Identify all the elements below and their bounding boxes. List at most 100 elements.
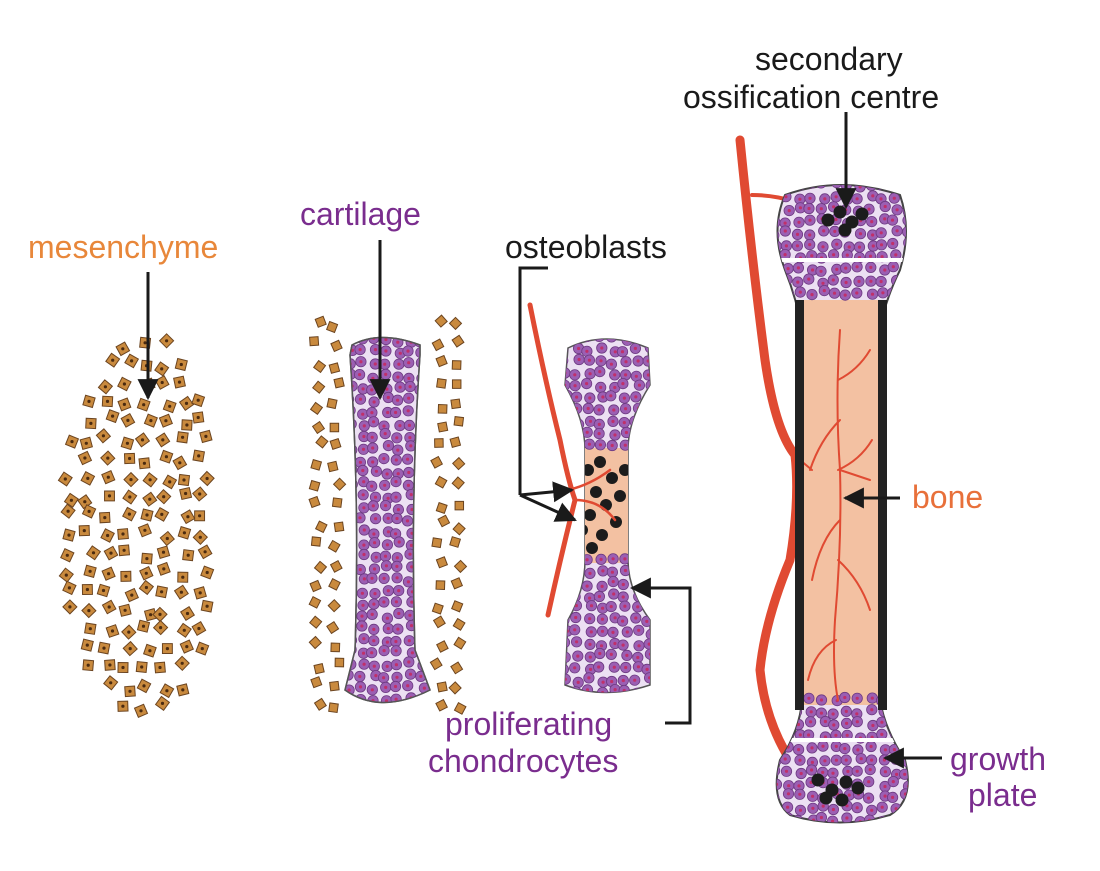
mesenchyme-nucleus [103, 516, 107, 520]
perichondrium-cell [312, 380, 326, 394]
perichondrium-cell [329, 438, 342, 450]
mesenchyme-nucleus [184, 491, 188, 496]
chondrocyte-nucleus [855, 291, 859, 295]
chondrocyte-cell [416, 432, 428, 444]
chondrocyte-nucleus [358, 373, 362, 377]
chondrocyte-nucleus [348, 563, 352, 568]
chondrocyte-nucleus [577, 357, 581, 362]
chondrocyte-nucleus [855, 806, 859, 810]
mesenchyme-nucleus [182, 628, 186, 632]
mesenchyme-nucleus [121, 704, 125, 708]
chondrocyte-nucleus [358, 568, 362, 572]
chondrocyte-cell [782, 185, 795, 191]
chondrocyte-cell [414, 384, 426, 396]
mesenchyme-nucleus [121, 665, 125, 670]
mesenchyme-nucleus [177, 380, 182, 384]
chondrocyte-cell [899, 731, 908, 744]
chondrocyte-nucleus [601, 680, 605, 684]
perichondrium-cell [435, 501, 448, 515]
chondrocyte-nucleus [349, 459, 353, 463]
chondrocyte-nucleus [418, 541, 422, 546]
chondrocyte-nucleus [418, 494, 422, 498]
mesenchyme-nucleus [64, 573, 68, 577]
chondrocyte-nucleus [362, 528, 366, 532]
chondrocyte-nucleus [565, 393, 569, 398]
chondrocyte-nucleus [798, 206, 803, 210]
perichondrium-cell [451, 334, 465, 348]
chondrocyte-nucleus [420, 421, 424, 425]
chondrocyte-nucleus [636, 665, 641, 669]
chondrocyte-nucleus [362, 480, 366, 484]
chondrocyte-nucleus [772, 806, 775, 809]
chondrocyte-cell [644, 342, 650, 354]
chondrocyte-nucleus [358, 674, 362, 679]
perichondrium-cell [432, 615, 446, 629]
chondrocyte-nucleus [575, 433, 579, 438]
chondrocyte-nucleus [585, 584, 589, 588]
chondrocyte-nucleus [384, 337, 388, 342]
chondrocyte-nucleus [907, 708, 908, 712]
chondrocyte-nucleus [906, 257, 908, 261]
chondrocyte-nucleus [406, 580, 410, 584]
chondrocyte-nucleus [844, 280, 848, 285]
chondrocyte-nucleus [348, 408, 352, 412]
chondrocyte-nucleus [808, 218, 812, 222]
chondrocyte-nucleus [857, 245, 862, 249]
chondrocyte-cell [779, 716, 791, 729]
stage4-osteoblast-icon [811, 205, 869, 807]
chondrocyte-nucleus [420, 612, 424, 617]
chondrocyte-nucleus [599, 557, 603, 562]
chondrocyte-nucleus [418, 388, 422, 392]
chondrocyte-nucleus [796, 722, 801, 727]
chondrocyte-cell [416, 574, 428, 586]
chondrocyte-nucleus [784, 710, 788, 714]
chondrocyte-cell [776, 185, 780, 192]
chondrocyte-nucleus [786, 816, 790, 820]
chondrocyte-cell [901, 716, 908, 729]
chondrocyte-nucleus [905, 196, 908, 200]
mesenchyme-nucleus [198, 492, 202, 496]
chondrocyte-cell [776, 205, 779, 217]
chondrocyte-nucleus [635, 691, 639, 693]
chondrocyte-nucleus [613, 373, 617, 377]
perichondrium-cell [436, 378, 447, 389]
perichondrium-cell [313, 663, 325, 675]
chondrocyte-nucleus [396, 398, 400, 402]
chondrocyte-nucleus [786, 185, 791, 187]
chondrocyte-nucleus [361, 603, 365, 607]
growth-plate-lower-line [776, 738, 908, 742]
chondrocyte-nucleus [599, 644, 604, 648]
chondrocyte-nucleus [407, 361, 411, 365]
chondrocyte-nucleus [646, 373, 650, 377]
chondrocyte-cell [345, 588, 355, 600]
chondrocyte-nucleus [855, 769, 859, 773]
chondrocyte-nucleus [880, 255, 884, 259]
chondrocyte-nucleus [845, 253, 849, 257]
mesenchyme-nucleus [184, 401, 189, 405]
chondrocyte-nucleus [883, 794, 887, 798]
chondrocyte-nucleus [811, 806, 815, 810]
chondrocyte-nucleus [832, 291, 837, 295]
perichondrium-cell [429, 657, 443, 671]
chondrocyte-nucleus [418, 600, 422, 605]
chondrocyte-cell [642, 686, 650, 693]
chondrocyte-nucleus [831, 780, 835, 784]
chondrocyte-nucleus [588, 596, 592, 600]
chondrocyte-nucleus [370, 435, 374, 439]
chondrocyte-nucleus [395, 556, 399, 560]
chondrocyte-nucleus [348, 506, 352, 510]
chondrocyte-nucleus [385, 472, 389, 476]
mesenchyme-nucleus [168, 480, 172, 484]
chondrocyte-cell [901, 226, 908, 238]
perichondrium-cell [308, 635, 323, 650]
chondrocyte-nucleus [384, 564, 388, 568]
marrow-vessel-icon [837, 439, 873, 471]
perichondrium-cell [309, 401, 324, 416]
chondrocyte-nucleus [587, 676, 591, 680]
chondrocyte-cell [643, 440, 650, 452]
perichondrium-cell [326, 397, 338, 410]
chondrocyte-nucleus [382, 576, 386, 581]
chondrocyte-cell [345, 429, 355, 442]
osteoblast-cell-icon [619, 464, 631, 476]
